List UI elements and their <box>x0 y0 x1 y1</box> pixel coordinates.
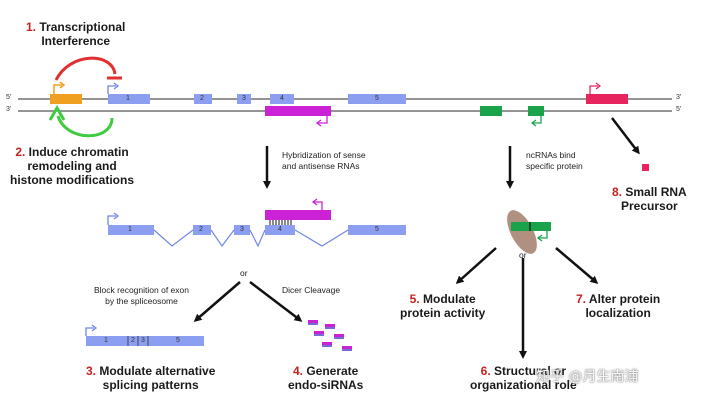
spliced-exon-5 <box>348 225 406 235</box>
arrow-dicer <box>249 281 303 322</box>
arrow-splicing <box>193 281 241 322</box>
endo-sirna-fragments <box>308 320 352 351</box>
alt-exon-5-number: 5 <box>176 337 180 344</box>
watermark-text: 知乎 @月生南浦 <box>536 369 639 385</box>
or-right: or <box>519 250 527 260</box>
exon-5 <box>348 94 406 104</box>
chromatin-green-arrow-icon <box>56 115 114 138</box>
base-pairing-ticks <box>269 220 292 225</box>
alt-spliced-transcript <box>86 336 204 346</box>
intron-lines <box>153 229 349 248</box>
bound-ncrna-arrow-icon <box>539 231 548 239</box>
exon-5-number: 5 <box>375 95 379 102</box>
spliced-exon-2 <box>193 225 211 235</box>
top-strand-3prime: 3' <box>676 94 682 101</box>
promoter-box <box>50 94 82 104</box>
exon-3-number: 3 <box>242 95 246 102</box>
bound-ncrna <box>511 222 551 231</box>
exon-1-number: 1 <box>126 95 130 102</box>
small-rna-arrow-icon <box>589 85 598 94</box>
exon-2-number: 2 <box>200 95 204 102</box>
spliced-transcript-start-arrow-icon <box>107 215 116 225</box>
top-strand-5prime: 5' <box>6 94 12 101</box>
spliced-exon-1-number: 1 <box>128 226 132 233</box>
bottom-strand-3prime: 3' <box>6 106 12 113</box>
spliced-exon-4 <box>265 225 295 235</box>
antisense-rna <box>265 106 331 116</box>
bottom-strand-5prime: 5' <box>676 106 682 113</box>
alt-exon-2-number: 2 <box>131 337 135 344</box>
or-left: or <box>240 268 248 278</box>
spliced-exon-2-number: 2 <box>199 226 203 233</box>
spliced-exon-3 <box>234 225 250 235</box>
protein-blob <box>507 210 537 254</box>
exon-1 <box>108 94 150 104</box>
alt-exon-3-number: 3 <box>141 337 145 344</box>
spliced-exon-5-number: 5 <box>375 226 379 233</box>
small-rna-product <box>642 164 649 171</box>
ncrna-2 <box>528 106 544 116</box>
alt-spliced-arrow-icon <box>85 327 94 336</box>
ncrna-arrow-icon <box>533 116 542 124</box>
interference-red-arrow-icon <box>54 56 117 81</box>
dicer-caption: Dicer Cleavage <box>282 285 341 295</box>
hybridized-antisense <box>265 210 331 220</box>
arrow-small-rna <box>611 117 640 155</box>
arrow-localization <box>555 247 599 284</box>
antisense-arrow-icon <box>318 116 328 124</box>
alt-exon-1-number: 1 <box>104 337 108 344</box>
spliced-exon-3-number: 3 <box>240 226 244 233</box>
gene-start-arrow-icon <box>107 85 116 94</box>
exon-3 <box>237 94 251 104</box>
promoter-arrow-icon <box>53 84 62 94</box>
ncrna-1 <box>480 106 502 116</box>
hybrid-arrow-icon <box>314 201 323 210</box>
small-rna-gene <box>586 94 628 104</box>
arrow-protein-activity <box>455 247 497 285</box>
spliced-exon-4-number: 4 <box>278 226 282 233</box>
exon-4 <box>270 94 294 104</box>
exon-4-number: 4 <box>280 95 284 102</box>
exon-2 <box>194 94 212 104</box>
spliced-exon-1 <box>108 225 154 235</box>
